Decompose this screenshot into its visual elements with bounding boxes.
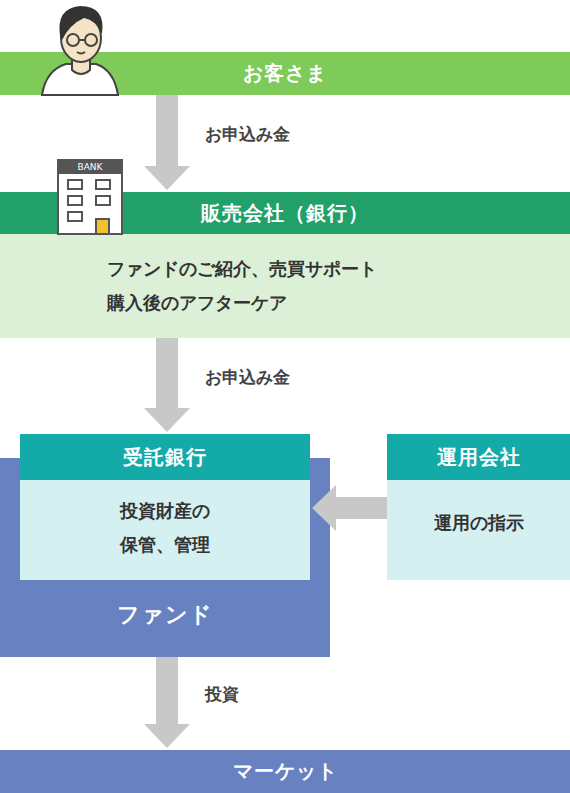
body-text: 運用の指示	[403, 506, 554, 540]
header-text: 受託銀行	[123, 444, 207, 471]
band-label: マーケット	[0, 750, 570, 793]
bank-sign-text: BANK	[58, 160, 122, 174]
flow-arrow	[312, 485, 387, 531]
panel-box: 販売会社（銀行） ファンドのご紹介、売買サポート 購入後のアフターケア	[0, 192, 570, 338]
flow-arrow	[144, 95, 190, 190]
panel-body: ファンドのご紹介、売買サポート 購入後のアフターケア	[0, 234, 570, 338]
edge-label: 投資	[205, 683, 239, 706]
header-text: 運用会社	[437, 444, 521, 471]
panel-body: 運用の指示	[387, 480, 570, 580]
flow-arrow	[144, 338, 190, 432]
header-text: 販売会社（銀行）	[201, 200, 369, 227]
panel-box: 運用会社運用の指示	[387, 434, 570, 580]
panel-body: 投資財産の 保管、管理	[20, 480, 310, 580]
body-text: 投資財産の 保管、管理	[110, 494, 220, 562]
panel-header: 受託銀行	[20, 434, 310, 480]
flow-arrow	[144, 657, 190, 748]
edge-label: お申込み金	[205, 366, 290, 389]
band-label: お客さま	[0, 52, 570, 95]
flow-band: お客さま	[0, 52, 570, 95]
group-label: ファンド	[0, 600, 330, 630]
bank-sign	[58, 160, 122, 174]
edge-label: お申込み金	[205, 123, 290, 146]
body-text: ファンドのご紹介、売買サポート 購入後のアフターケア	[107, 252, 397, 320]
group-box: ファンド受託銀行投資財産の 保管、管理	[0, 458, 330, 657]
panel-header: 販売会社（銀行）	[0, 192, 570, 234]
flow-band: マーケット	[0, 750, 570, 793]
panel-header: 運用会社	[387, 434, 570, 480]
panel-box: 受託銀行投資財産の 保管、管理	[20, 434, 310, 580]
